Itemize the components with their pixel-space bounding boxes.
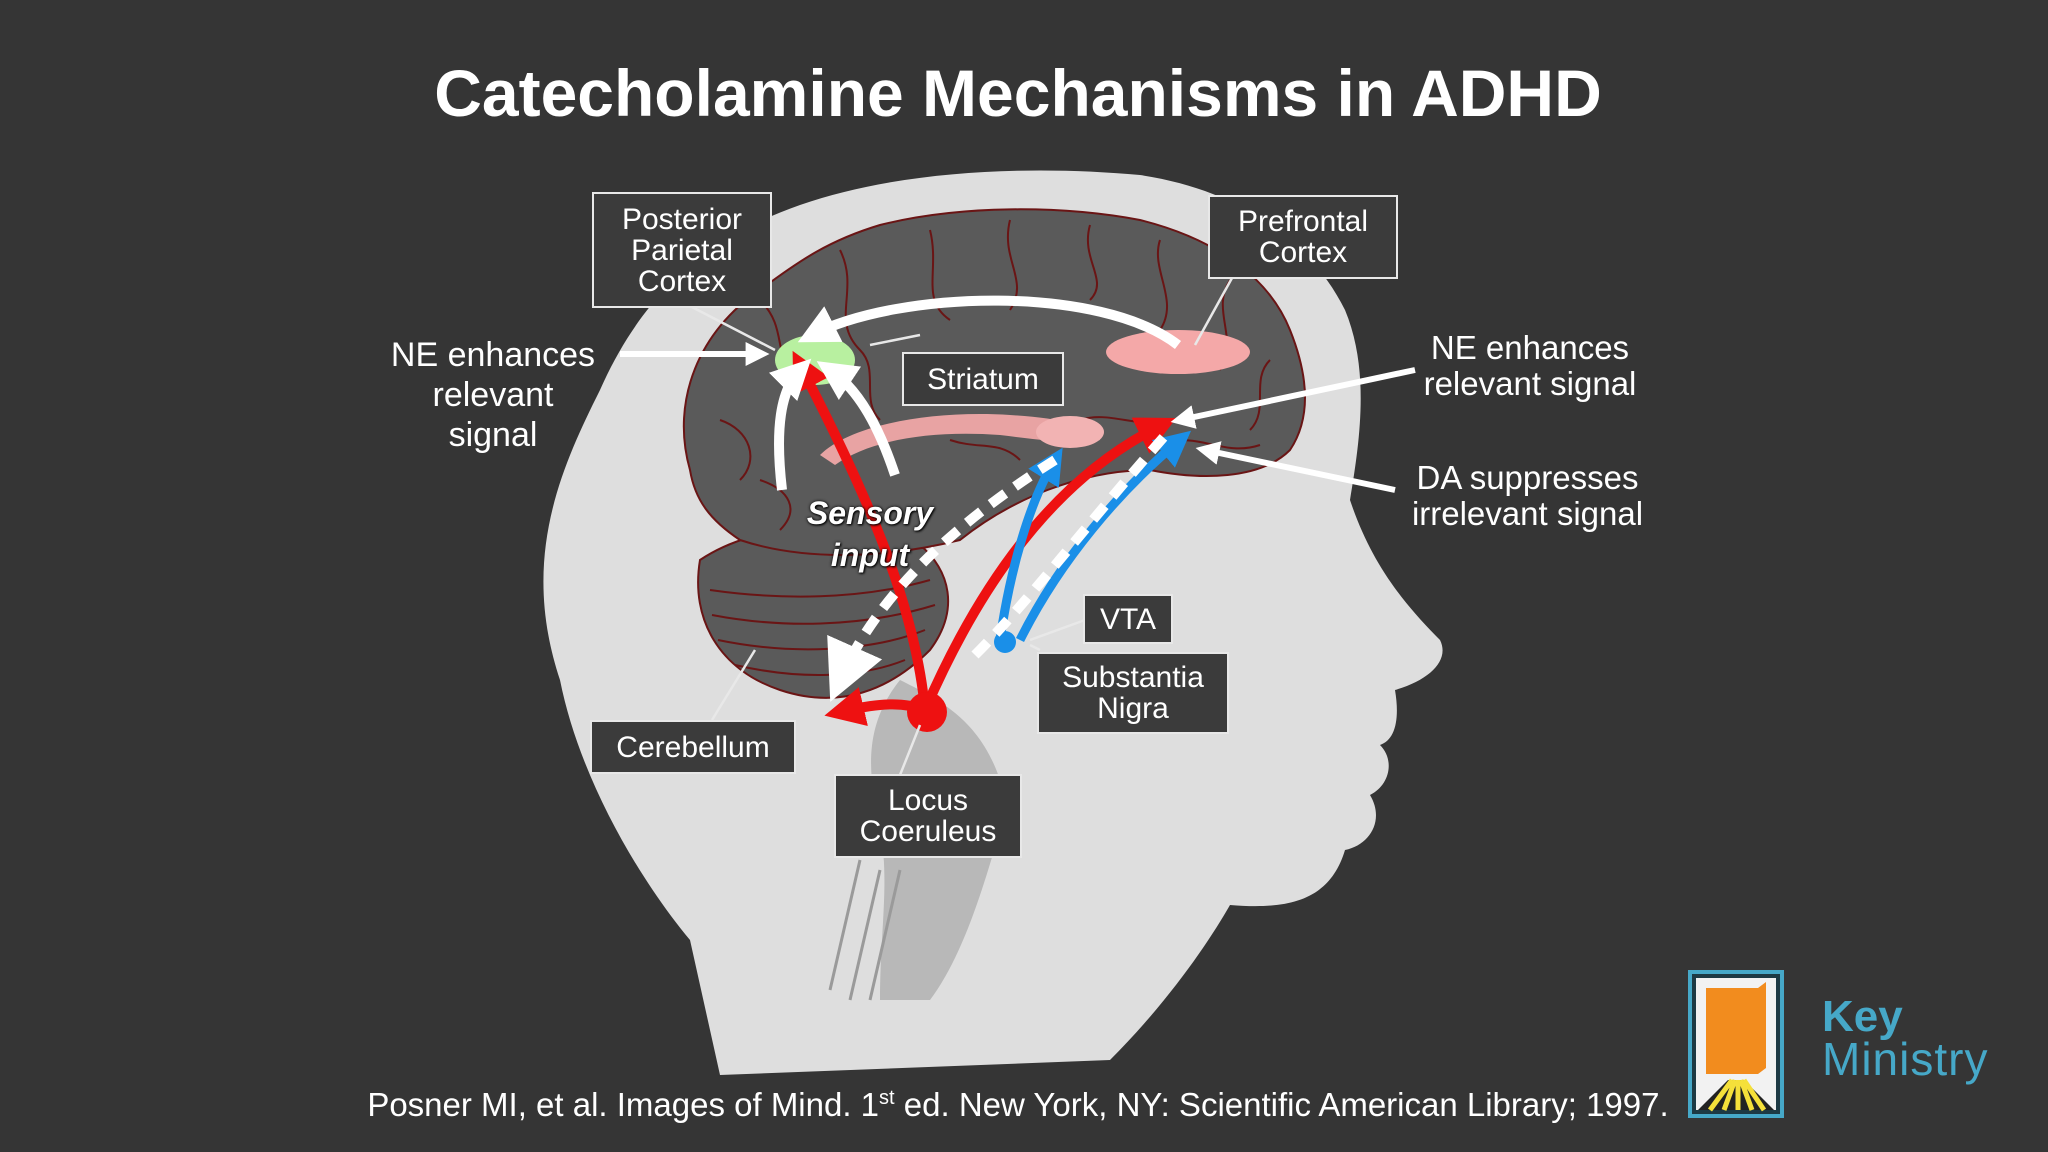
prefrontal-highlight: [1106, 330, 1250, 374]
label-posterior-parietal-cortex: Posterior Parietal Cortex: [592, 192, 772, 308]
pointer-arrows: [620, 342, 1416, 493]
annotation-sensory-input: Sensory input: [790, 492, 950, 576]
annotation-line: NE enhances: [1430, 329, 1630, 366]
label-line: Locus: [887, 784, 969, 817]
logo-line-1: Key: [1822, 992, 1903, 1041]
label-line: Prefrontal: [1237, 205, 1369, 238]
logo-wordmark: Key Ministry: [1822, 992, 1989, 1085]
annotation-line: DA suppresses: [1416, 459, 1639, 496]
label-vta: VTA: [1083, 594, 1173, 644]
label-line: Striatum: [927, 362, 1039, 396]
label-line: Nigra: [1097, 692, 1169, 725]
white-signal-arrows: [768, 295, 1182, 491]
da-pathways: [995, 430, 1192, 643]
annotation-line: irrelevant signal: [1411, 495, 1644, 532]
striatum-head: [1036, 416, 1104, 448]
citation-superscript: st: [879, 1087, 895, 1109]
annotation-da-right: DA suppresses irrelevant signal: [1395, 460, 1660, 532]
citation-text: ed. New York, NY: Scientific American Li…: [894, 1086, 1669, 1123]
slide-title: Catecholamine Mechanisms in ADHD: [434, 56, 1602, 130]
locus-coeruleus-node: [907, 692, 947, 732]
label-substantia-nigra: Substantia Nigra: [1037, 652, 1229, 734]
label-line: VTA: [1099, 602, 1157, 636]
annotation-line: Sensory: [806, 495, 934, 531]
leader-lines: [689, 277, 1234, 776]
label-line: Posterior: [621, 202, 743, 236]
annotation-line: NE enhances: [390, 336, 596, 374]
label-line: Substantia: [1062, 661, 1204, 694]
citation-text: Posner MI, et al. Images of Mind. 1: [367, 1086, 880, 1123]
label-line: Cortex: [1258, 236, 1348, 269]
dashed-signal-arrows: [827, 426, 1174, 702]
label-line: Parietal: [631, 233, 733, 267]
label-locus-coeruleus: Locus Coeruleus: [834, 774, 1022, 858]
annotation-line: relevant signal: [1423, 365, 1637, 402]
annotation-ne-left: NE enhances relevant signal: [368, 335, 618, 455]
label-line: Coeruleus: [859, 815, 997, 848]
striatum-shape: [820, 414, 1100, 465]
logo-line-2: Ministry: [1822, 1033, 1989, 1085]
label-line: Cerebellum: [616, 730, 770, 764]
label-line: Cortex: [637, 264, 727, 298]
annotation-ne-right: NE enhances relevant signal: [1400, 330, 1660, 402]
citation: Posner MI, et al. Images of Mind. 1st ed…: [0, 1086, 2036, 1124]
label-prefrontal-cortex: Prefrontal Cortex: [1208, 195, 1398, 279]
key-ministry-logo-icon: [1688, 970, 1784, 1118]
cerebellum-folds: [709, 579, 936, 676]
annotation-line: relevant: [432, 376, 554, 414]
label-striatum: Striatum: [902, 352, 1064, 406]
label-cerebellum: Cerebellum: [590, 720, 796, 774]
annotation-line: signal: [448, 416, 538, 454]
spinal-cord-lines: [828, 859, 902, 1001]
annotation-line: input: [830, 537, 910, 573]
